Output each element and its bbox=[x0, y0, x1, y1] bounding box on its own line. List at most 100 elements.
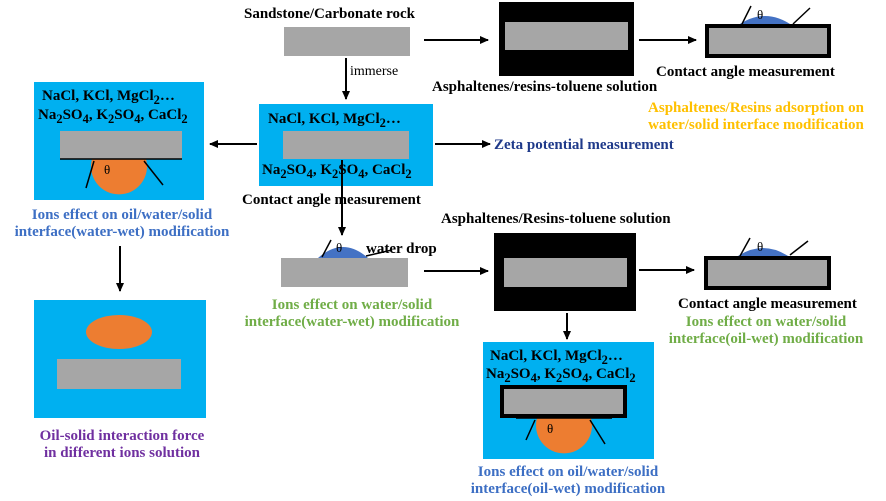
ion-left-na-sub: 2 bbox=[56, 112, 63, 126]
label-oil-solid: Oil-solid interaction force in different… bbox=[4, 428, 240, 461]
contact-angle-line-top-right bbox=[792, 7, 811, 25]
ions-bottom-line2: Na2SO4, K2SO4, CaCl2 bbox=[486, 366, 636, 386]
label-asphaltenes-solution-mid: Asphaltenes/Resins-toluene solution bbox=[441, 211, 671, 227]
contact-angle-line-left-b bbox=[143, 160, 164, 186]
ions-center-line2: Na2SO4, K2SO4, CaCl2 bbox=[262, 162, 412, 182]
label-ions-center-line1: Ions effect on water/solid bbox=[271, 297, 433, 313]
water-droplet-top bbox=[737, 16, 793, 26]
label-oil-solid-line2: in different ions solution bbox=[44, 444, 200, 461]
contact-angle-line-bottom-a bbox=[525, 419, 536, 441]
ion-left-so4: SO bbox=[62, 107, 83, 123]
contact-angle-line-top bbox=[741, 5, 752, 25]
ion-left-so4-sub: 4 bbox=[82, 112, 89, 126]
ion-left-k: , K bbox=[88, 107, 109, 123]
ion-left-na: Na bbox=[38, 107, 57, 123]
ion-na-sub: 2 bbox=[280, 167, 287, 181]
label-ions-bottom-line1: Ions effect on oil/water/solid bbox=[477, 464, 659, 480]
oil-drop-bottom-left bbox=[86, 315, 152, 349]
ion-bottom-so4-sub: 4 bbox=[530, 371, 537, 385]
ion-tail-1: … bbox=[385, 111, 401, 127]
ion-text-bottom-1: NaCl, KCl, MgCl bbox=[490, 348, 602, 364]
ion-left-cacl: , CaCl bbox=[140, 107, 182, 123]
label-ions-center: Ions effect on water/solid interface(wat… bbox=[230, 297, 474, 330]
water-droplet-middle bbox=[318, 247, 368, 258]
ion-text-1: NaCl, KCl, MgCl bbox=[268, 111, 380, 127]
label-ions-right-line2: interface(oil-wet) modification bbox=[668, 330, 864, 347]
ion-left-cacl-sub: 2 bbox=[181, 112, 188, 126]
contact-angle-line-right-b bbox=[789, 240, 809, 256]
ions-bottom-line1: NaCl, KCl, MgCl2… bbox=[490, 348, 623, 368]
water-droplet-right bbox=[735, 248, 791, 258]
substrate-left bbox=[60, 131, 182, 159]
ion-na: Na bbox=[262, 162, 281, 178]
ion-so4b-sub: 4 bbox=[358, 167, 365, 181]
label-ions-right: Ions effect on water/solid interface(oil… bbox=[648, 314, 884, 347]
label-sandstone-rock: Sandstone/Carbonate rock bbox=[244, 6, 415, 22]
ion-left-tail-1: … bbox=[159, 88, 175, 104]
ion-bottom-tail-1: … bbox=[607, 348, 623, 364]
label-ions-bottom: Ions effect on oil/water/solid interface… bbox=[450, 464, 686, 497]
contact-angle-line-middle-b bbox=[365, 249, 393, 257]
label-asph-adsorption-line2: water/solid interface modification bbox=[648, 116, 864, 133]
label-contact-angle-center: Contact angle measurement bbox=[242, 192, 421, 208]
oil-wet-substrate-right bbox=[704, 256, 831, 290]
ion-so4: SO bbox=[286, 162, 307, 178]
label-contact-angle-right: Contact angle measurement bbox=[678, 296, 857, 312]
ion-left-so4b-sub: 4 bbox=[134, 112, 141, 126]
substrate-bottom-left bbox=[57, 359, 181, 389]
label-asphaltenes-solution-top: Asphaltenes/resins-toluene solution bbox=[432, 79, 658, 95]
label-ions-right-line1: Ions effect on water/solid bbox=[685, 314, 847, 330]
label-ions-left: Ions effect on oil/water/solid interface… bbox=[4, 207, 240, 240]
contact-angle-line-left-a bbox=[85, 160, 95, 189]
ion-bottom-na-sub: 2 bbox=[504, 371, 511, 385]
ion-bottom-k: , K bbox=[536, 366, 557, 382]
ion-so4-sub: 4 bbox=[306, 167, 313, 181]
ion-bottom-so4: SO bbox=[510, 366, 531, 382]
label-asph-adsorption: Asphaltenes/Resins adsorption on water/s… bbox=[624, 100, 886, 133]
oil-wet-substrate-top bbox=[705, 24, 831, 58]
ion-bottom-k-sub: 2 bbox=[556, 371, 563, 385]
ion-sub-1: 2 bbox=[379, 116, 386, 130]
ion-k-sub: 2 bbox=[332, 167, 339, 181]
ion-left-sub-1: 2 bbox=[153, 93, 160, 107]
substrate-in-solution-mid bbox=[504, 258, 627, 287]
theta-left: θ bbox=[104, 162, 111, 177]
oil-wet-substrate-bottom bbox=[500, 385, 627, 418]
water-wet-substrate-middle bbox=[281, 258, 408, 287]
oil-drop-left bbox=[91, 159, 148, 195]
label-zeta: Zeta potential measurement bbox=[494, 137, 674, 153]
ions-center-line1: NaCl, KCl, MgCl2… bbox=[268, 111, 401, 131]
label-oil-solid-line1: Oil-solid interaction force bbox=[39, 428, 205, 444]
ion-bottom-so4b-sub: 4 bbox=[582, 371, 589, 385]
contact-angle-line-right-a bbox=[739, 237, 751, 257]
ion-so4b: SO bbox=[338, 162, 359, 178]
label-contact-angle-top: Contact angle measurement bbox=[656, 64, 835, 80]
theta-top: θ bbox=[757, 7, 764, 22]
contact-angle-line-middle-a bbox=[321, 239, 332, 258]
theta-right: θ bbox=[757, 239, 764, 254]
label-asph-adsorption-line1: Asphaltenes/Resins adsorption on bbox=[648, 100, 864, 116]
oil-drop-bottom bbox=[536, 418, 592, 454]
ion-bottom-cacl-sub: 2 bbox=[629, 371, 636, 385]
label-ions-left-line2: interface(water-wet) modification bbox=[14, 223, 230, 240]
ion-left-k-sub: 2 bbox=[108, 112, 115, 126]
substrate-center bbox=[283, 131, 409, 159]
contact-angle-line-bottom-b bbox=[589, 419, 606, 445]
ion-bottom-cacl: , CaCl bbox=[588, 366, 630, 382]
label-ions-bottom-line2: interface(oil-wet) modification bbox=[470, 480, 666, 497]
label-ions-left-line1: Ions effect on oil/water/solid bbox=[31, 207, 213, 223]
ion-cacl-sub: 2 bbox=[405, 167, 412, 181]
substrate-in-solution-top bbox=[505, 22, 628, 50]
ion-bottom-sub-1: 2 bbox=[601, 353, 608, 367]
ions-left-line2: Na2SO4, K2SO4, CaCl2 bbox=[38, 107, 188, 127]
label-water-drop: water drop bbox=[366, 241, 437, 257]
ion-left-so4b: SO bbox=[114, 107, 135, 123]
theta-bottom: θ bbox=[547, 421, 554, 436]
label-immerse: immerse bbox=[350, 64, 399, 79]
ions-left-line1: NaCl, KCl, MgCl2… bbox=[42, 88, 175, 108]
ion-k: , K bbox=[312, 162, 333, 178]
theta-middle: θ bbox=[336, 240, 343, 255]
ion-bottom-na: Na bbox=[486, 366, 505, 382]
ion-cacl: , CaCl bbox=[364, 162, 406, 178]
